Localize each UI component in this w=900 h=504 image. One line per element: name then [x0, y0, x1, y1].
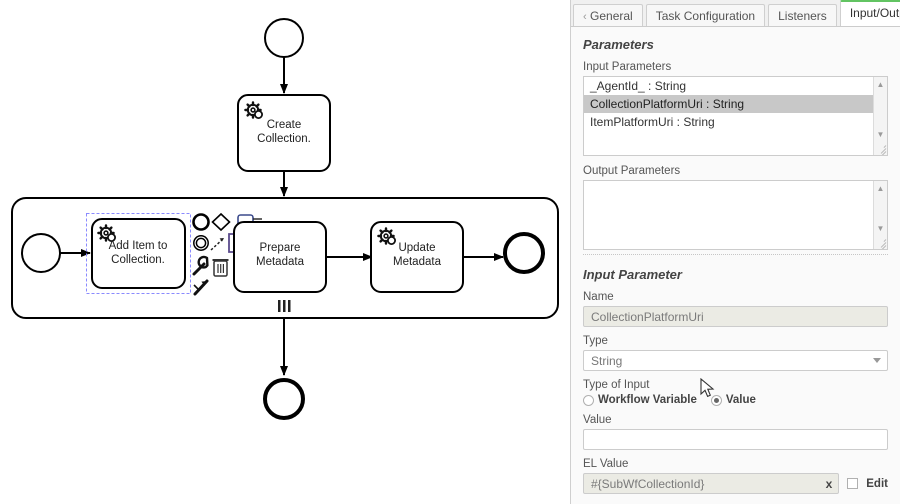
connect-icon[interactable] [210, 237, 225, 251]
svg-text:Create: Create [267, 119, 302, 131]
input-parameters-label: Input Parameters [583, 61, 672, 73]
output-parameters-label: Output Parameters [583, 165, 681, 177]
task-create-collection[interactable]: Create Collection. [237, 94, 331, 172]
tab-general[interactable]: ‹ General [573, 4, 643, 26]
type-select-value: String [591, 354, 623, 368]
radio-value[interactable] [710, 394, 722, 406]
context-pad[interactable] [192, 212, 263, 296]
start-event[interactable] [264, 18, 304, 58]
subprocess-icon [228, 233, 235, 253]
scroll-up-icon[interactable]: ▲ [876, 184, 885, 193]
gear-icon [377, 227, 396, 245]
section-divider [583, 254, 888, 255]
svg-text:Collection.: Collection. [111, 254, 165, 266]
input-list-scrollbar[interactable]: ▲ ▼ [873, 77, 887, 155]
parallel-multi-instance-marker [278, 300, 291, 312]
parameters-section: Parameters Input Parameters _AgentId_ : … [571, 27, 900, 261]
subprocess-end-event[interactable] [503, 232, 545, 274]
append-icon[interactable] [193, 279, 209, 296]
input-parameters-list[interactable]: _AgentId_ : String CollectionPlatformUri… [583, 76, 888, 156]
type-select[interactable]: String [583, 350, 888, 371]
properties-panel: ‹ General Task Configuration Listeners I… [570, 0, 900, 504]
resize-grip-icon[interactable] [875, 143, 887, 155]
tab-listeners[interactable]: Listeners [768, 4, 837, 26]
list-item[interactable]: ItemPlatformUri : String [590, 115, 715, 129]
gear-icon [97, 224, 116, 242]
input-parameter-title: Input Parameter [583, 267, 682, 282]
output-list-scrollbar[interactable]: ▲ ▼ [873, 181, 887, 249]
tab-task-configuration[interactable]: Task Configuration [645, 4, 766, 26]
trash-icon[interactable] [212, 259, 229, 277]
value-field[interactable] [583, 429, 888, 450]
end-event[interactable] [263, 378, 305, 420]
list-item[interactable]: _AgentId_ : String [590, 79, 687, 93]
el-value-field[interactable]: #{SubWfCollectionId} x [583, 473, 840, 494]
properties-body: Parameters Input Parameters _AgentId_ : … [571, 27, 900, 504]
svg-text:Add Item to: Add Item to [109, 240, 168, 252]
tab-input-output[interactable]: Input/Output [839, 0, 900, 26]
task-prepare-metadata[interactable]: Prepare Metadata [233, 221, 327, 293]
svg-text:Metadata: Metadata [256, 256, 305, 268]
parameters-title: Parameters [583, 37, 654, 52]
scroll-down-icon[interactable]: ▼ [876, 224, 885, 233]
type-of-input-radio-group[interactable]: Workflow Variable Value [583, 394, 888, 406]
input-parameter-section: Input Parameter Name CollectionPlatformU… [571, 261, 900, 500]
task-update-metadata[interactable]: Update Metadata [370, 221, 464, 293]
bpmn-canvas[interactable]: Create Collection. [0, 0, 570, 504]
type-of-input-label: Type of Input [583, 379, 650, 391]
edit-checkbox[interactable] [847, 478, 859, 489]
scroll-left-icon[interactable]: ‹ [583, 11, 587, 23]
radio-workflow-variable[interactable] [583, 394, 594, 406]
scroll-down-icon[interactable]: ▼ [876, 130, 885, 139]
radio-workflow-variable-label: Workflow Variable [598, 394, 697, 406]
list-item[interactable]: CollectionPlatformUri : String [584, 95, 874, 113]
svg-text:Metadata: Metadata [393, 256, 442, 268]
chevron-down-icon[interactable] [873, 358, 881, 363]
value-label: Value [583, 414, 612, 426]
edit-checkbox-label: Edit [866, 477, 888, 490]
svg-text:Collection.: Collection. [257, 133, 311, 145]
properties-tab-bar[interactable]: ‹ General Task Configuration Listeners I… [571, 0, 900, 27]
gear-icon [244, 101, 263, 119]
intermediate-event-inner-icon [195, 237, 207, 249]
clear-icon[interactable]: x [825, 477, 833, 491]
el-value-label: EL Value [583, 458, 629, 470]
wrench-icon[interactable] [192, 255, 209, 276]
output-parameters-list[interactable]: ▲ ▼ [583, 180, 888, 250]
end-event-icon [192, 213, 210, 231]
name-label: Name [583, 291, 614, 303]
scroll-up-icon[interactable]: ▲ [876, 80, 885, 89]
gateway-icon [211, 212, 231, 232]
type-label: Type [583, 335, 608, 347]
svg-text:Update: Update [398, 242, 435, 254]
radio-value-label: Value [725, 394, 756, 406]
name-field[interactable]: CollectionPlatformUri [583, 306, 888, 327]
task-add-item-to-collection[interactable]: Add Item to Collection. [86, 213, 191, 294]
resize-grip-icon[interactable] [875, 237, 887, 249]
el-value-row: #{SubWfCollectionId} x Edit [583, 473, 888, 494]
subprocess-start-event[interactable] [21, 233, 61, 273]
svg-text:Prepare: Prepare [260, 242, 301, 254]
el-value-text: #{SubWfCollectionId} [591, 477, 705, 491]
